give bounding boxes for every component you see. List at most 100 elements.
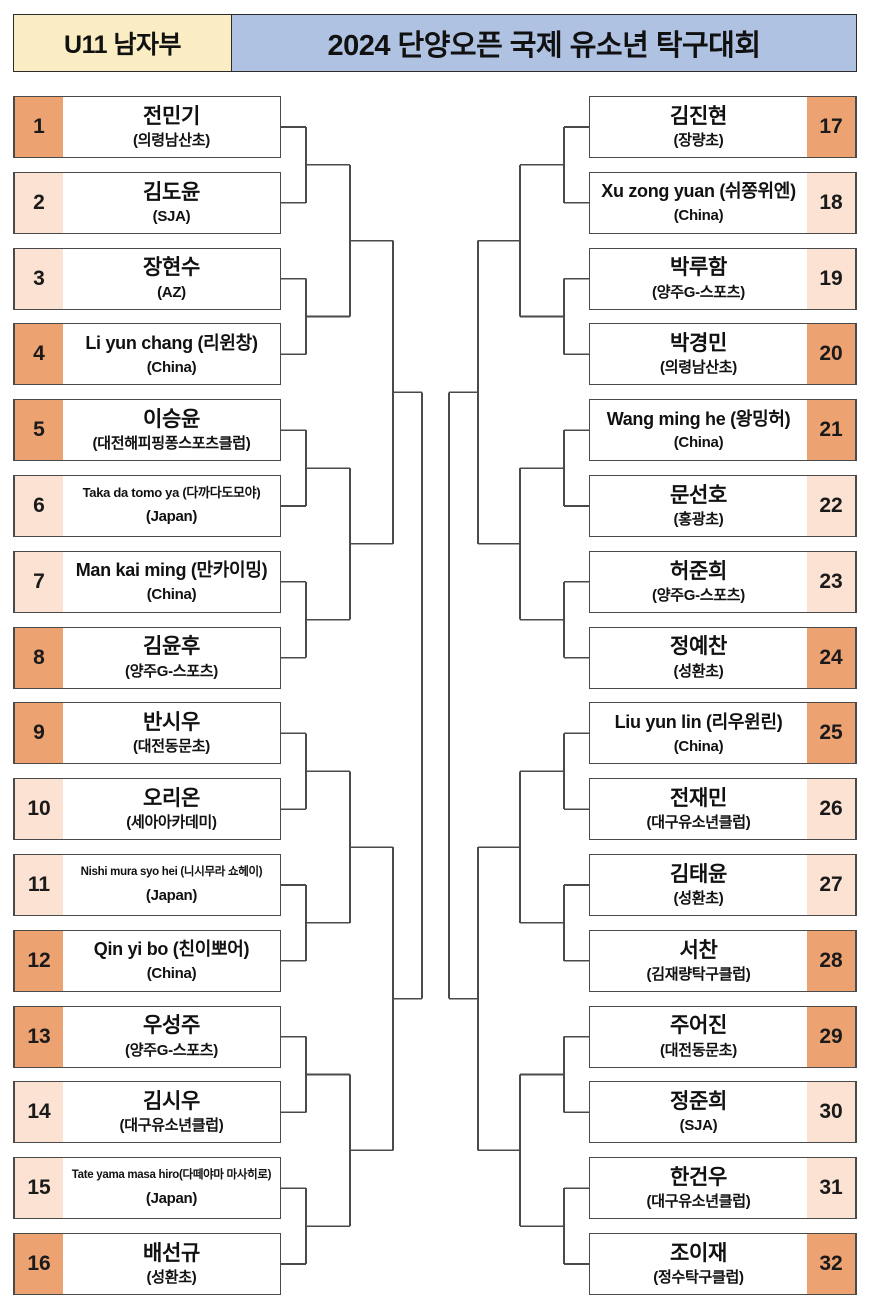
player-info: Qin yi bo (친이뽀어)(China) (63, 930, 280, 991)
player-name: 전민기 (142, 104, 201, 128)
player-name: 오리온 (142, 786, 201, 810)
seed-number: 14 (14, 1082, 63, 1143)
player-club: (AZ) (157, 283, 186, 301)
player-name: 서찬 (679, 938, 718, 962)
player-info: Liu yun lin (리우윈린)(China) (590, 703, 807, 764)
player-row[interactable]: 20 박경민 (의령남산초) (589, 323, 857, 386)
seed-number: 6 (14, 476, 63, 536)
player-name: Man kai ming (만카이밍) (75, 560, 268, 581)
player-club: (성환초) (673, 662, 724, 680)
player-club: (양주G-스포츠) (125, 1041, 218, 1059)
player-info: 정준희(SJA) (590, 1082, 807, 1143)
player-name: 김진현 (669, 104, 728, 128)
seed-number: 29 (807, 1006, 856, 1067)
player-name: 반시우 (142, 711, 201, 735)
seed-number: 26 (807, 779, 856, 840)
player-info: Li yun chang (리윈창) (China) (63, 324, 280, 385)
player-info: Wang ming he (왕밍허)(China) (590, 400, 807, 461)
player-info: 박루함(양주G-스포츠) (590, 248, 807, 309)
player-name: Xu zong yuan (쉬쫑위엔) (601, 181, 796, 202)
seed-number: 8 (14, 627, 63, 688)
player-club: (SJA) (679, 1117, 718, 1135)
player-info: 김태윤(성환초) (590, 855, 807, 915)
player-name: 김시우 (142, 1090, 201, 1114)
seed-number: 22 (807, 476, 856, 536)
player-name: Li yun chang (리윈창) (85, 332, 258, 353)
player-info: 박경민 (의령남산초) (590, 324, 807, 385)
player-name: Liu yun lin (리우윈린) (614, 711, 783, 732)
player-club: (대구유소년클럽) (646, 1193, 751, 1211)
seed-number: 17 (807, 97, 856, 157)
seed-number: 21 (807, 400, 856, 461)
player-info: 전재민(대구유소년클럽) (590, 779, 807, 840)
player-name: 김도윤 (142, 180, 201, 204)
seed-number: 28 (807, 930, 856, 991)
player-name: 이승윤 (142, 407, 201, 431)
player-info: 전민기 (의령남산초) (63, 97, 280, 157)
player-name: 문선호 (669, 483, 728, 507)
seed-number: 20 (807, 324, 856, 385)
player-club: (China) (673, 434, 724, 452)
player-row[interactable]: 22 문선호 (홍광초) (589, 475, 857, 537)
player-info: 장현수 (AZ) (63, 248, 280, 309)
player-club: (세아아카데미) (126, 814, 217, 832)
player-info: 우성주(양주G-스포츠) (63, 1006, 280, 1067)
player-name: 박경민 (669, 332, 728, 356)
player-info: 김도윤(SJA) (63, 172, 280, 233)
seed-number: 13 (14, 1006, 63, 1067)
player-name: Tate yama masa hiro(다떼야마 마사히로) (71, 1168, 272, 1181)
player-club: (홍광초) (673, 510, 724, 528)
player-info: Nishi mura syo hei (니시무라 쇼헤이)(Japan) (63, 855, 280, 915)
player-club: (China) (146, 358, 197, 376)
player-club: (China) (146, 586, 197, 604)
seed-number: 5 (14, 400, 63, 461)
player-club: (정수탁구클럽) (653, 1268, 744, 1286)
seed-number: 12 (14, 930, 63, 991)
player-club: (성환초) (673, 889, 724, 907)
player-name: 장현수 (142, 256, 201, 280)
seed-number: 2 (14, 172, 63, 233)
seed-number: 16 (14, 1234, 63, 1294)
player-row[interactable]: 29 주어진 (대전동문초) (589, 1005, 857, 1068)
player-club: (의령남산초) (133, 131, 210, 149)
player-club: (의령남산초) (660, 359, 737, 377)
player-name: 주어진 (669, 1014, 728, 1038)
player-club: (성환초) (146, 1268, 197, 1286)
player-club: (China) (146, 965, 197, 983)
player-name: Taka da tomo ya (다까다도모야) (82, 485, 261, 501)
seed-number: 18 (807, 172, 856, 233)
player-club: (대전동문초) (660, 1041, 737, 1059)
player-info: 김시우(대구유소년클럽) (63, 1082, 280, 1143)
player-club: (양주G-스포츠) (652, 586, 745, 604)
